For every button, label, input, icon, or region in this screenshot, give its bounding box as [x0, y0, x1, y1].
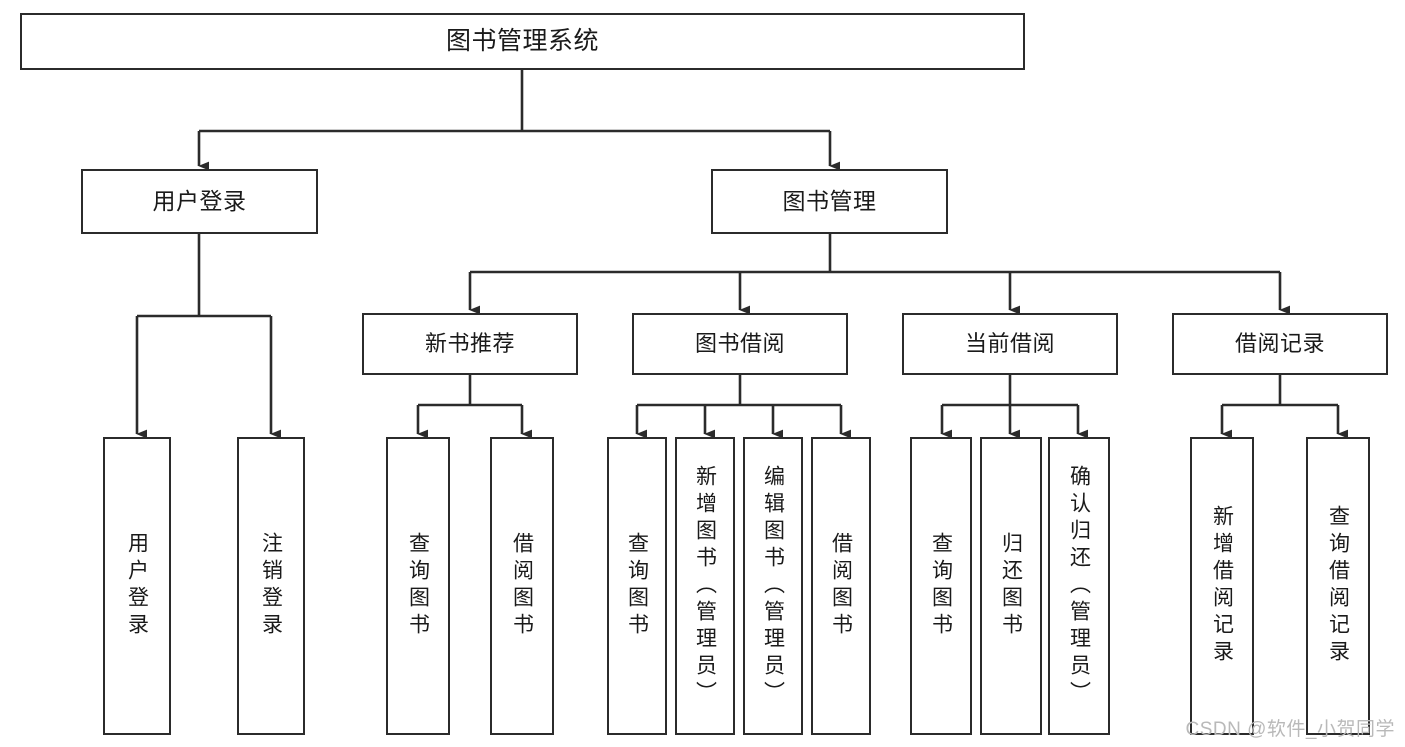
node-label: 新增图书（管理员）	[693, 464, 717, 708]
node-label: 当前借阅	[964, 331, 1055, 357]
leaf-book-borrow-add[interactable]: 新增图书（管理员）	[675, 437, 735, 735]
node-label: 图书管理系统	[445, 27, 599, 56]
node-label: 借阅图书	[510, 532, 534, 640]
node-borrow-record[interactable]: 借阅记录	[1172, 313, 1388, 375]
node-label: 注销登录	[259, 532, 283, 640]
leaf-user-login-signin[interactable]: 用户登录	[103, 437, 171, 735]
node-label: 确认归还（管理员）	[1067, 464, 1091, 708]
node-label: 归还图书	[999, 532, 1023, 640]
node-book-management[interactable]: 图书管理	[711, 169, 948, 234]
node-current-borrow[interactable]: 当前借阅	[902, 313, 1118, 375]
node-book-borrow[interactable]: 图书借阅	[632, 313, 848, 375]
leaf-current-borrow-return[interactable]: 归还图书	[980, 437, 1042, 735]
leaf-new-book-borrow[interactable]: 借阅图书	[490, 437, 554, 735]
node-label: 用户登录	[125, 532, 149, 640]
node-user-login[interactable]: 用户登录	[81, 169, 318, 234]
leaf-book-borrow-query[interactable]: 查询图书	[607, 437, 667, 735]
leaf-borrow-record-add[interactable]: 新增借阅记录	[1190, 437, 1254, 735]
leaf-borrow-record-query[interactable]: 查询借阅记录	[1306, 437, 1370, 735]
node-label: 查询图书	[625, 532, 649, 640]
leaf-book-borrow-borrow[interactable]: 借阅图书	[811, 437, 871, 735]
node-label: 查询借阅记录	[1326, 505, 1350, 667]
node-label: 查询图书	[406, 532, 430, 640]
node-label: 图书管理	[782, 188, 877, 215]
node-label: 图书借阅	[694, 331, 785, 357]
leaf-current-borrow-confirm[interactable]: 确认归还（管理员）	[1048, 437, 1110, 735]
leaf-user-login-signout[interactable]: 注销登录	[237, 437, 305, 735]
node-label: 查询图书	[929, 532, 953, 640]
node-label: 借阅记录	[1234, 331, 1325, 357]
node-label: 新增借阅记录	[1210, 505, 1234, 667]
watermark: CSDN @软件_小贺同学	[1185, 719, 1395, 740]
node-label: 新书推荐	[424, 331, 515, 357]
node-label: 用户登录	[152, 188, 247, 215]
leaf-book-borrow-edit[interactable]: 编辑图书（管理员）	[743, 437, 803, 735]
leaf-current-borrow-query[interactable]: 查询图书	[910, 437, 972, 735]
node-new-book-recommend[interactable]: 新书推荐	[362, 313, 578, 375]
leaf-new-book-query[interactable]: 查询图书	[386, 437, 450, 735]
node-label: 借阅图书	[829, 532, 853, 640]
node-root-system[interactable]: 图书管理系统	[20, 13, 1025, 70]
node-label: 编辑图书（管理员）	[761, 464, 785, 708]
